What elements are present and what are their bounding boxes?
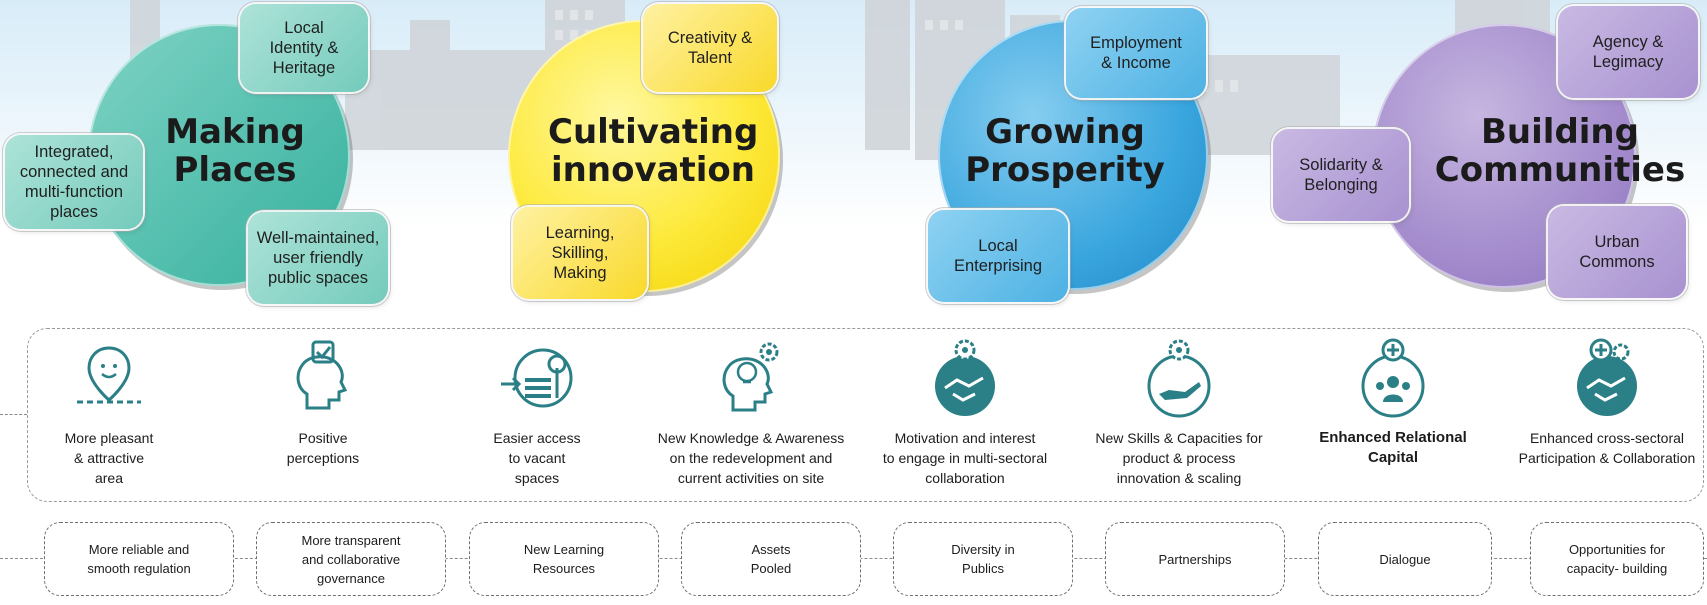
box-assets-pooled: Assets Pooled [681, 522, 861, 596]
outcomes-panel [27, 328, 1704, 502]
tag-creativity-talent: Creativity & Talent [643, 4, 777, 92]
box-governance: More transparent and collaborative gover… [256, 522, 446, 596]
outcome-label: Enhanced Relational Capital [1319, 429, 1467, 466]
pillar-title-cultivating-innovation: Cultivating innovation [548, 112, 759, 190]
head-check-icon [296, 340, 348, 410]
outcome-relational-capital: Enhanced Relational Capital [1293, 338, 1493, 468]
box-dialogue: Dialogue [1318, 522, 1492, 596]
outcome-label: Easier access to vacant spaces [493, 430, 581, 486]
tag-well-maintained: Well-maintained, user friendly public sp… [248, 212, 388, 304]
outcome-label: Positive perceptions [286, 430, 360, 466]
outcome-label: Enhanced cross-sectoral Participation & … [1518, 430, 1696, 466]
tag-local-enterprising: Local Enterprising [928, 210, 1068, 302]
tag-local-identity: Local Identity & Heritage [240, 4, 368, 92]
outcome-new-knowledge: New Knowledge & Awareness on the redevel… [651, 338, 851, 488]
outcome-pleasant-area: More pleasant & attractive area [9, 338, 209, 488]
handshake-gear-icon [935, 339, 995, 416]
hand-gear-icon [1147, 339, 1211, 418]
box-partnerships: Partnerships [1105, 522, 1285, 596]
outcome-label: Motivation and interest to engage in mul… [882, 430, 1048, 486]
box-learning-resources: New Learning Resources [469, 522, 659, 596]
tag-integrated-places: Integrated, connected and multi-function… [5, 135, 143, 229]
location-smile-icon [77, 346, 141, 404]
pillar-title-making-places: Making Places [165, 112, 305, 190]
outcome-easier-access: Easier access to vacant spaces [437, 338, 637, 488]
box-diversity-publics: Diversity in Publics [893, 522, 1073, 596]
tag-employment-income: Employment & Income [1066, 8, 1206, 98]
box-regulation: More reliable and smooth regulation [44, 522, 234, 596]
outcome-positive-perceptions: Positive perceptions [223, 338, 423, 468]
panel-left-connector [0, 414, 27, 415]
outcome-motivation: Motivation and interest to engage in mul… [865, 338, 1065, 488]
pillar-title-building-communities: Building Communities [1434, 112, 1686, 190]
bench-tree-icon [501, 348, 573, 408]
tag-urban-commons: Urban Commons [1548, 206, 1686, 298]
outcome-label: New Skills & Capacities for product & pr… [1095, 430, 1263, 486]
outcome-cross-sectoral: Enhanced cross-sectoral Participation & … [1507, 338, 1707, 468]
people-plus-icon [1361, 338, 1425, 418]
outcome-label: More pleasant & attractive area [64, 430, 154, 486]
tag-solidarity-belonging: Solidarity & Belonging [1273, 129, 1409, 221]
pillar-title-growing-prosperity: Growing Prosperity [965, 112, 1165, 190]
outcome-label: New Knowledge & Awareness on the redevel… [657, 430, 845, 486]
bulb-gear-head-icon [722, 342, 779, 412]
box-capacity-building: Opportunities for capacity- building [1530, 522, 1704, 596]
outcome-new-skills: New Skills & Capacities for product & pr… [1079, 338, 1279, 488]
tag-learning-skilling: Learning, Skilling, Making [513, 207, 647, 299]
tag-agency-legimacy: Agency & Legimacy [1558, 6, 1698, 98]
handshake-plus-gear-icon [1577, 338, 1637, 416]
